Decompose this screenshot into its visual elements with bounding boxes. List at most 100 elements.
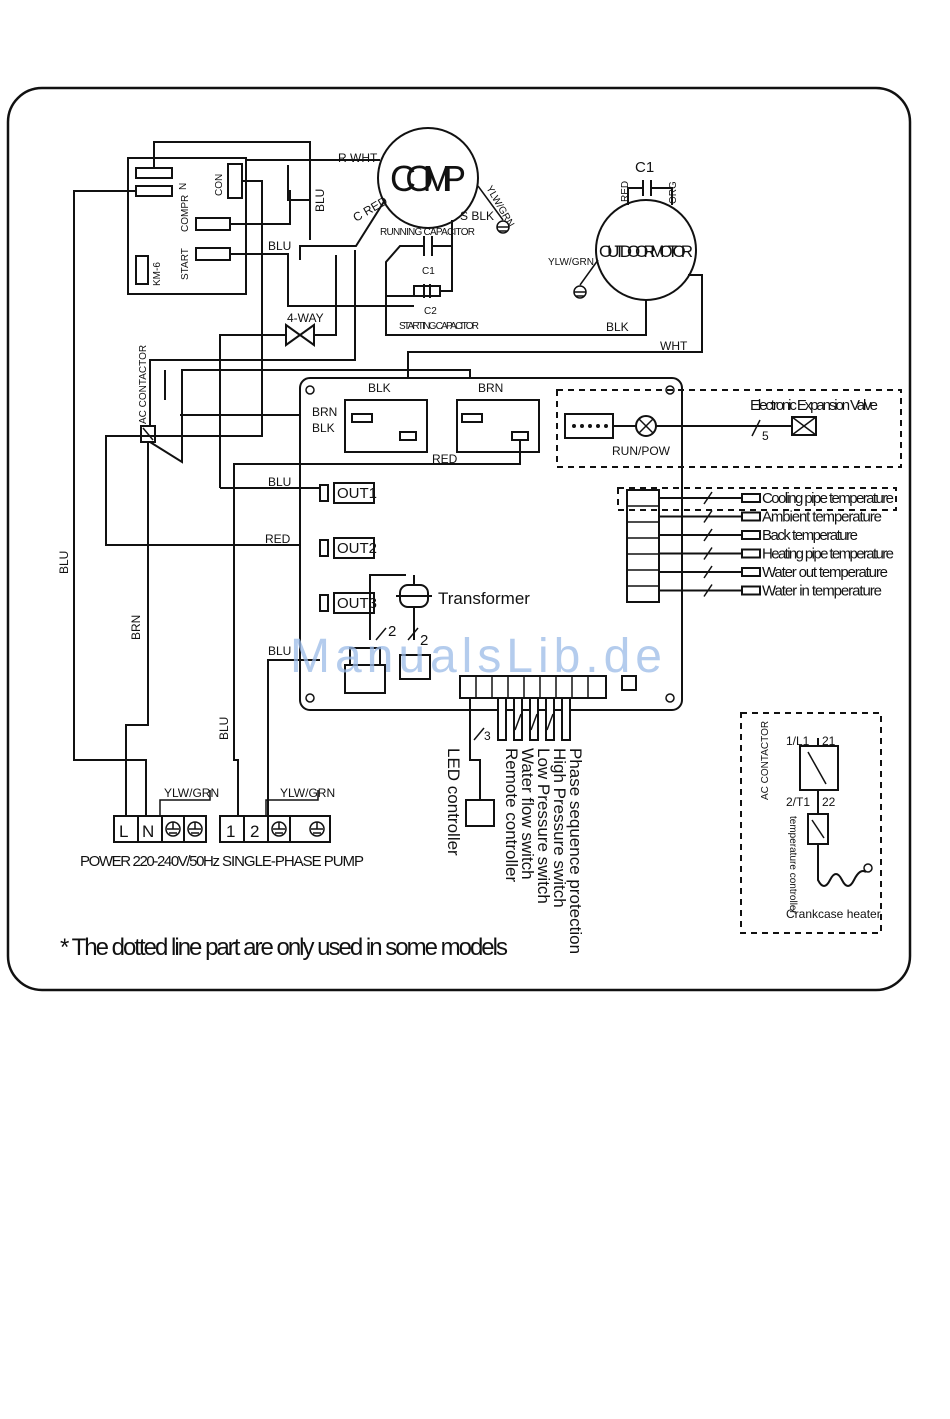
crankcase-contactor-label: AC CONTACTOR [760,721,771,800]
relay-start-label: START [180,248,191,280]
out1-label: OUT1 [337,485,377,502]
power-label: POWER 220-240V/50Hz [80,853,220,870]
sensor-probe-icon [741,567,761,577]
eev-pin-count: 5 [762,429,769,443]
board-relay-1 [344,399,428,453]
input-label: Phase sequence protection [566,748,585,954]
four-way-valve: 4-WAY [285,311,324,347]
relay-compr-label: COMPR [180,195,191,232]
sensor-row: Heating pipe temperature [659,546,894,563]
crankcase-t21: 21 [822,734,836,748]
input-row: LED controller [444,748,463,856]
transformer-pin-b: 2 [420,632,428,649]
wire-label-red-board: RED [432,452,458,466]
outdoor-motor-ground-label: YLW/GRN [548,257,594,268]
four-way-label: 4-WAY [287,311,324,325]
ac-contactor: AC CONTACTOR [138,345,156,443]
temperature-controller-label: temperature controller [787,816,798,914]
led-pin-count: 3 [484,729,491,743]
run-pow-label: RUN/POW [612,444,671,458]
running-capacitor-label: RUNNING CAPACITOR [380,227,475,238]
crankcase-dotted-section [740,712,882,934]
wire-label-red-out2: RED [265,532,291,546]
led-controller-box [465,799,495,827]
sensor-label: Back temperature [762,527,858,544]
sensor-probe-icon [741,511,761,522]
input-label: High Pressure switch [550,748,569,908]
outdoor-motor-cap-id: C1 [635,159,654,176]
sensor-probe-icon [741,585,761,596]
relay-n-label: N [178,183,189,190]
out3-connector: OUT3 [319,592,377,614]
crankcase-contactor: AC CONTACTOR 1/L1 21 2/T1 22 [760,721,839,809]
compressor: COMP R WHT C RED S BLK YLW/GRN [338,127,516,229]
compressor-wire-s: S BLK [460,209,494,223]
input-label: Low Pressure switch [534,748,553,904]
sensor-row: Water in temperature [659,583,882,600]
outdoor-motor-wire-org: ORG [668,181,679,204]
outdoor-motor-ground-icon [573,259,599,299]
wire-label-blu-out1: BLU [268,475,291,489]
wire-label-blu-left: BLU [57,551,71,574]
sensor-probe-icon [741,548,761,559]
footnote: * The dotted line part are only used in … [60,934,508,961]
eev-dotted-section [556,389,902,468]
sensor-header [626,489,660,603]
out3-label: OUT3 [337,595,377,612]
starting-capacitor-id: C2 [424,306,437,317]
diagram-frame [6,86,912,992]
pump-ground-label: YLW/GRN [280,786,335,800]
board-relay-2 [456,399,540,453]
crankcase-t22: 22 [822,795,836,809]
sensor-probe-icon [741,530,761,540]
wire-label-blu-vertical: BLU [217,717,231,740]
sensor-label: Ambient temperature [762,509,882,526]
relay-km-label: KM-6 [152,262,163,286]
wire-label-blu-pump: BLU [268,644,291,658]
eev-connector [564,413,614,439]
pump-label: SINGLE-PHASE PUMP [222,853,364,870]
compressor-title: COMP [390,158,466,199]
crankcase-heater-icon [817,844,867,887]
running-capacitor-id: C1 [422,266,435,277]
crankcase-heater-label: Crankcase heater [786,907,881,921]
sensor-row: Cooling pipe temperature [659,490,894,507]
outdoor-motor: OUTDOOR MOTOR C1 RED ORG YLW/GRN [548,159,697,301]
compressor-wire-c: C RED [351,194,391,225]
input-label: LED controller [444,748,463,856]
expansion-valve-icon [791,416,817,436]
out2-label: OUT2 [337,540,377,557]
wire-label-blk-board: BLK [368,381,391,395]
relay-con-label: CON [214,174,225,196]
terminal-l: L [119,822,128,841]
wire-label-brn-board: BRN [478,381,503,395]
wire-label-blu-start: BLU [268,239,291,253]
crankcase-t2: 2/T1 [786,795,810,809]
starting-capacitor-label: STARTING CAPACITOR [399,321,479,332]
compressor-wire-r: R WHT [338,151,378,165]
sensor-row: Water out temperature [659,564,888,581]
board-fuse [621,675,637,691]
control-board [299,377,683,711]
sensor-dotted-section [617,487,897,511]
wire-label-blu-comp: BLU [313,189,327,212]
sensor-row: Ambient temperature [659,509,882,526]
power-ground-label: YLW/GRN [164,786,219,800]
outdoor-motor-wire-blk: BLK [606,320,629,334]
transformer: Transformer [396,575,530,608]
eev-label: Electronic Expansion Valve [750,397,878,414]
input-row: Water flow switch [513,697,537,880]
input-label: Water flow switch [518,748,537,880]
out1-connector: OUT1 [319,482,377,504]
sensor-row: Back temperature [659,527,858,544]
outdoor-motor-wire-wht: WHT [660,339,688,353]
input-row: Low Pressure switch [529,697,553,904]
compressor-ground-icon [477,185,510,234]
transformer-pin-a: 2 [388,623,396,640]
input-label: Remote controller [502,748,521,883]
starting-capacitor: C2 STARTING CAPACITOR [399,284,479,332]
temperature-controller: temperature controller [787,813,829,914]
relay-block: N CON COMPR START KM-6 [127,157,247,295]
outdoor-motor-wire-red: RED [620,181,631,202]
